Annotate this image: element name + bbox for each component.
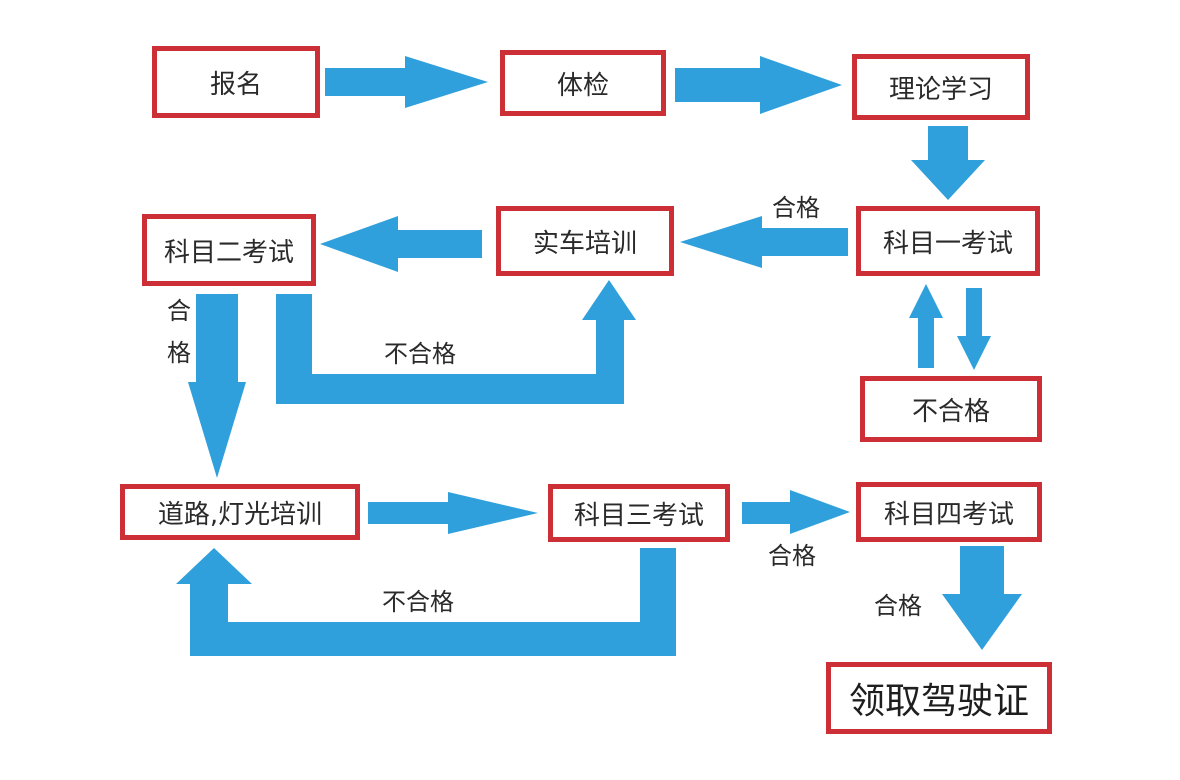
step-register: 报名 — [152, 46, 320, 118]
arrow-medical-to-theory — [675, 56, 842, 114]
step-medical-exam: 体检 — [500, 50, 666, 116]
step-road-light-training: 道路,灯光培训 — [120, 484, 360, 540]
label-subject4-pass: 合格 — [874, 592, 922, 620]
label-subject2-fail: 不合格 — [384, 340, 456, 368]
arrow-training-to-subject2 — [320, 216, 482, 272]
arrow-theory-to-subject1 — [911, 126, 985, 200]
step-theory-study: 理论学习 — [852, 54, 1030, 120]
arrow-subject1-fail-down — [957, 288, 991, 370]
arrow-subject2-fail-loop — [276, 280, 636, 404]
label-subject1-pass: 合格 — [772, 194, 820, 222]
arrow-subject4-to-license — [942, 546, 1022, 650]
arrow-subject3-to-subject4 — [742, 490, 850, 534]
arrow-subject3-fail-loop — [176, 548, 676, 656]
step-subject3-exam: 科目三考试 — [548, 484, 730, 542]
arrow-subject1-to-training — [680, 216, 848, 268]
step-subject1-fail: 不合格 — [860, 376, 1042, 442]
step-subject1-exam: 科目一考试 — [856, 206, 1040, 276]
step-practical-training: 实车培训 — [496, 206, 674, 276]
step-subject4-exam: 科目四考试 — [856, 482, 1042, 542]
arrow-register-to-medical — [325, 56, 488, 108]
step-get-license: 领取驾驶证 — [826, 662, 1052, 734]
arrow-subject1-fail-up — [909, 284, 943, 368]
step-subject2-exam: 科目二考试 — [142, 214, 316, 286]
arrow-subject2-to-road-training — [188, 294, 246, 478]
arrow-road-training-to-subject3 — [368, 492, 538, 534]
label-subject3-pass: 合格 — [768, 542, 816, 570]
label-subject3-fail: 不合格 — [382, 588, 454, 616]
label-subject2-pass: 合格 — [167, 297, 191, 367]
